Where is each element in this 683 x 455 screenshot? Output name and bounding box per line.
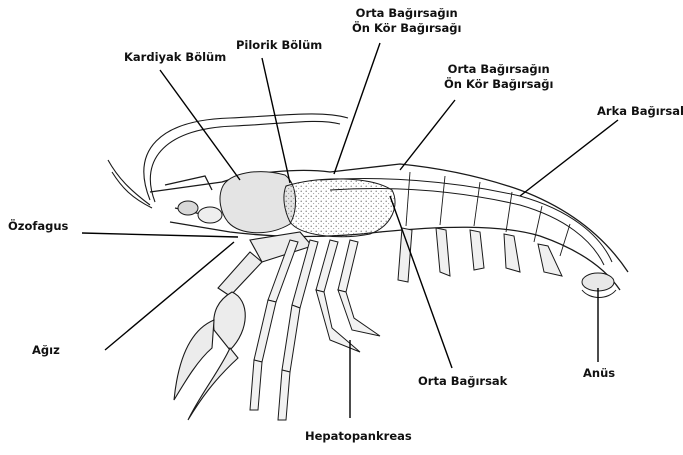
label-ozofagus: Özofagus xyxy=(8,219,68,234)
tail-fan xyxy=(582,273,616,298)
label-orta-on-kor-2-line2: Ön Kör Bağırsağı xyxy=(444,77,553,92)
label-agiz: Ağız xyxy=(32,343,60,358)
eye xyxy=(178,201,222,223)
label-kardiyak: Kardiyak Bölüm xyxy=(124,50,226,65)
label-orta-on-kor-1-line2: Ön Kör Bağırsağı xyxy=(352,21,461,36)
swimmerets xyxy=(398,228,562,282)
label-orta-on-kor-2-line1: Orta Bağırsağın xyxy=(444,62,553,77)
label-hepatopankreas: Hepatopankreas xyxy=(305,429,412,444)
label-orta-on-kor-1-line1: Orta Bağırsağın xyxy=(352,6,461,21)
walking-legs xyxy=(250,240,380,420)
label-pilorik: Pilorik Bölüm xyxy=(236,38,322,53)
label-arka-bagirsak: Arka Bağırsak xyxy=(597,104,683,119)
label-anus: Anüs xyxy=(583,366,615,381)
label-orta-on-kor-1: Orta Bağırsağın Ön Kör Bağırsağı xyxy=(352,6,461,36)
label-orta-bagirsak: Orta Bağırsak xyxy=(418,374,507,389)
label-orta-on-kor-2: Orta Bağırsağın Ön Kör Bağırsağı xyxy=(444,62,553,92)
hepatopancreas-shape xyxy=(284,179,395,237)
